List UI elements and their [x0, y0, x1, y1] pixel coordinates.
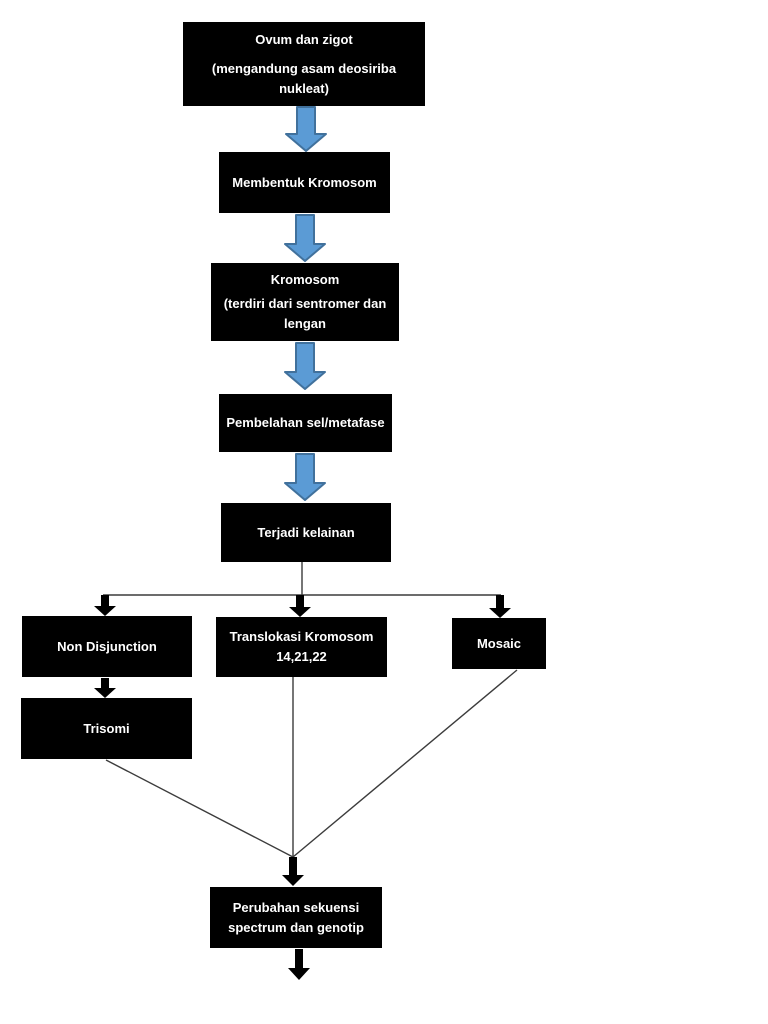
node-label: (terdiri dari sentromer dan	[223, 296, 387, 311]
blue-down-arrow-kromosom-pembelahan	[284, 342, 326, 390]
node-ovum-dan-zigot: Ovum dan zigot (mengandung asam deosirib…	[183, 22, 425, 106]
black-down-arrow-translokasi	[289, 595, 311, 617]
node-label: Perubahan sekuensi	[232, 899, 360, 915]
node-label: Non Disjunction	[57, 638, 157, 654]
node-label: Translokasi Kromosom	[229, 629, 374, 644]
blue-down-arrow-pembelahan-terjadi	[284, 453, 326, 501]
connector-trisomi-to-perubahan	[105, 759, 294, 858]
node-non-disjunction: Non Disjunction	[22, 616, 192, 677]
blue-down-arrow-membentuk-kromosom	[284, 214, 326, 262]
node-label: lengan	[284, 316, 326, 331]
node-pembelahan-sel: Pembelahan sel/metafase	[219, 394, 392, 452]
black-down-arrow-nondisjunction	[94, 595, 116, 616]
node-label: 14,21,22	[276, 649, 327, 664]
black-down-arrow-mosaic	[489, 595, 511, 618]
node-mosaic: Mosaic	[452, 618, 546, 669]
node-label: Terjadi kelainan	[257, 524, 355, 540]
black-down-arrow-trisomi	[94, 678, 116, 698]
blue-down-arrow-ovum-membentuk	[285, 106, 327, 152]
node-label: Mosaic	[476, 635, 522, 651]
node-label: Kromosom	[270, 272, 340, 287]
black-down-arrow-output	[288, 949, 310, 980]
node-membentuk-kromosom: Membentuk Kromosom	[219, 152, 390, 213]
node-label: Ovum dan zigot	[255, 31, 353, 47]
node-trisomi: Trisomi	[21, 698, 192, 759]
node-label: Membentuk Kromosom	[232, 174, 377, 190]
node-terjadi-kelainan: Terjadi kelainan	[221, 503, 391, 562]
node-label: (mengandung asam deosiriba nukleat)	[211, 60, 397, 96]
node-kromosom: Kromosom (terdiri dari sentromer dan len…	[211, 263, 399, 341]
node-label: Pembelahan sel/metafase	[226, 415, 385, 430]
node-label: Trisomi	[83, 720, 130, 736]
connector-mosaic-to-perubahan	[292, 669, 518, 858]
node-label: spectrum dan genotip	[228, 919, 364, 935]
node-translokasi-kromosom: Translokasi Kromosom 14,21,22	[216, 617, 387, 677]
black-down-arrow-perubahan	[282, 857, 304, 886]
node-perubahan-sekuensi: Perubahan sekuensi spectrum dan genotip	[210, 887, 382, 948]
